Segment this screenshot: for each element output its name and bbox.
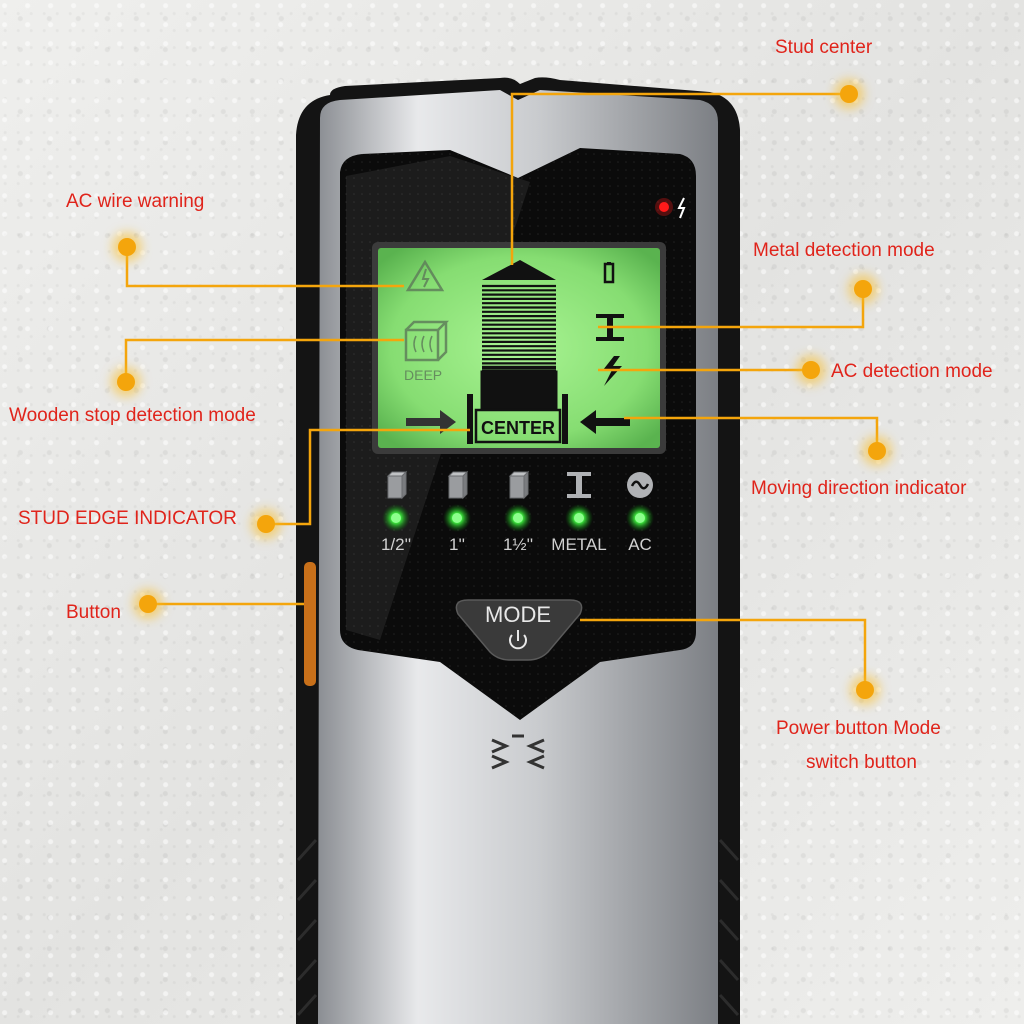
metal-detection-dot: [854, 280, 872, 298]
center-bracket: [467, 394, 568, 444]
stud-bar-graph: [480, 260, 558, 410]
stud-center-dot: [840, 85, 858, 103]
lcd-screen: [378, 248, 660, 448]
led-core: [391, 513, 401, 523]
callout-ac-detection-mode: AC detection mode: [831, 361, 993, 382]
ac-warning-icon: [405, 259, 445, 292]
moving-direction-dot: [868, 442, 886, 460]
indicator-label: METAL: [551, 535, 606, 554]
left-arrow-icon: [580, 410, 630, 434]
indicator-label: 1'': [449, 535, 465, 554]
led-core: [513, 513, 523, 523]
ac-detection-dot: [802, 361, 820, 379]
ac-wire-warning-dot: [118, 238, 136, 256]
indicator-3: METAL: [551, 472, 607, 554]
lcd-deep-label: DEEP: [404, 367, 442, 383]
indicator-1: 1'': [443, 470, 471, 554]
callout-wooden-stop-detection-mode: Wooden stop detection mode: [9, 405, 256, 426]
left-grip: [296, 838, 318, 1017]
warning-led: [659, 202, 669, 212]
wood-block-icon: [508, 470, 530, 500]
indicator-4: AC: [626, 472, 654, 554]
wood-block-icon: [447, 470, 469, 500]
stud-bar-block: [480, 370, 558, 410]
power-icon: [509, 630, 527, 650]
indicator-0: 1/2'': [381, 470, 411, 554]
wood-block-icon: [404, 320, 450, 362]
callout-metal-detection-mode: Metal detection mode: [753, 240, 935, 261]
right-arrow-icon: [406, 410, 456, 434]
indicator-label: 1½'': [503, 535, 533, 554]
indicator-2: 1½'': [503, 470, 533, 554]
warning-led-bolt-icon: [677, 197, 686, 219]
wood-block-icon: [386, 470, 408, 500]
right-grip: [718, 838, 740, 1017]
callout-button: Button: [66, 602, 121, 623]
callout-power-button-line1: Power button Mode: [776, 718, 941, 739]
button-dot: [139, 595, 157, 613]
lcd-center-label: CENTER: [481, 418, 555, 438]
side-button: [304, 562, 316, 686]
led-core: [574, 513, 584, 523]
indicator-label: 1/2'': [381, 535, 411, 554]
callout-moving-direction-indicator: Moving direction indicator: [751, 478, 967, 499]
power-button-dot: [856, 681, 874, 699]
speaker-grille-icon: [491, 734, 545, 770]
callout-power-button-line2: switch button: [806, 752, 917, 773]
callout-stud-center: Stud center: [775, 37, 873, 58]
i-beam-icon: [567, 472, 591, 498]
led-core: [452, 513, 462, 523]
ac-wave-icon: [627, 472, 653, 498]
wooden-stop-dot: [117, 373, 135, 391]
indicator-label: AC: [628, 535, 652, 554]
callout-lines: [124, 92, 879, 690]
stud-edge-dot: [257, 515, 275, 533]
callout-ac-wire-warning: AC wire warning: [66, 191, 205, 212]
mode-button-label: MODE: [485, 602, 551, 627]
led-core: [635, 513, 645, 523]
callout-stud-edge-indicator: STUD EDGE INDICATOR: [18, 508, 237, 529]
